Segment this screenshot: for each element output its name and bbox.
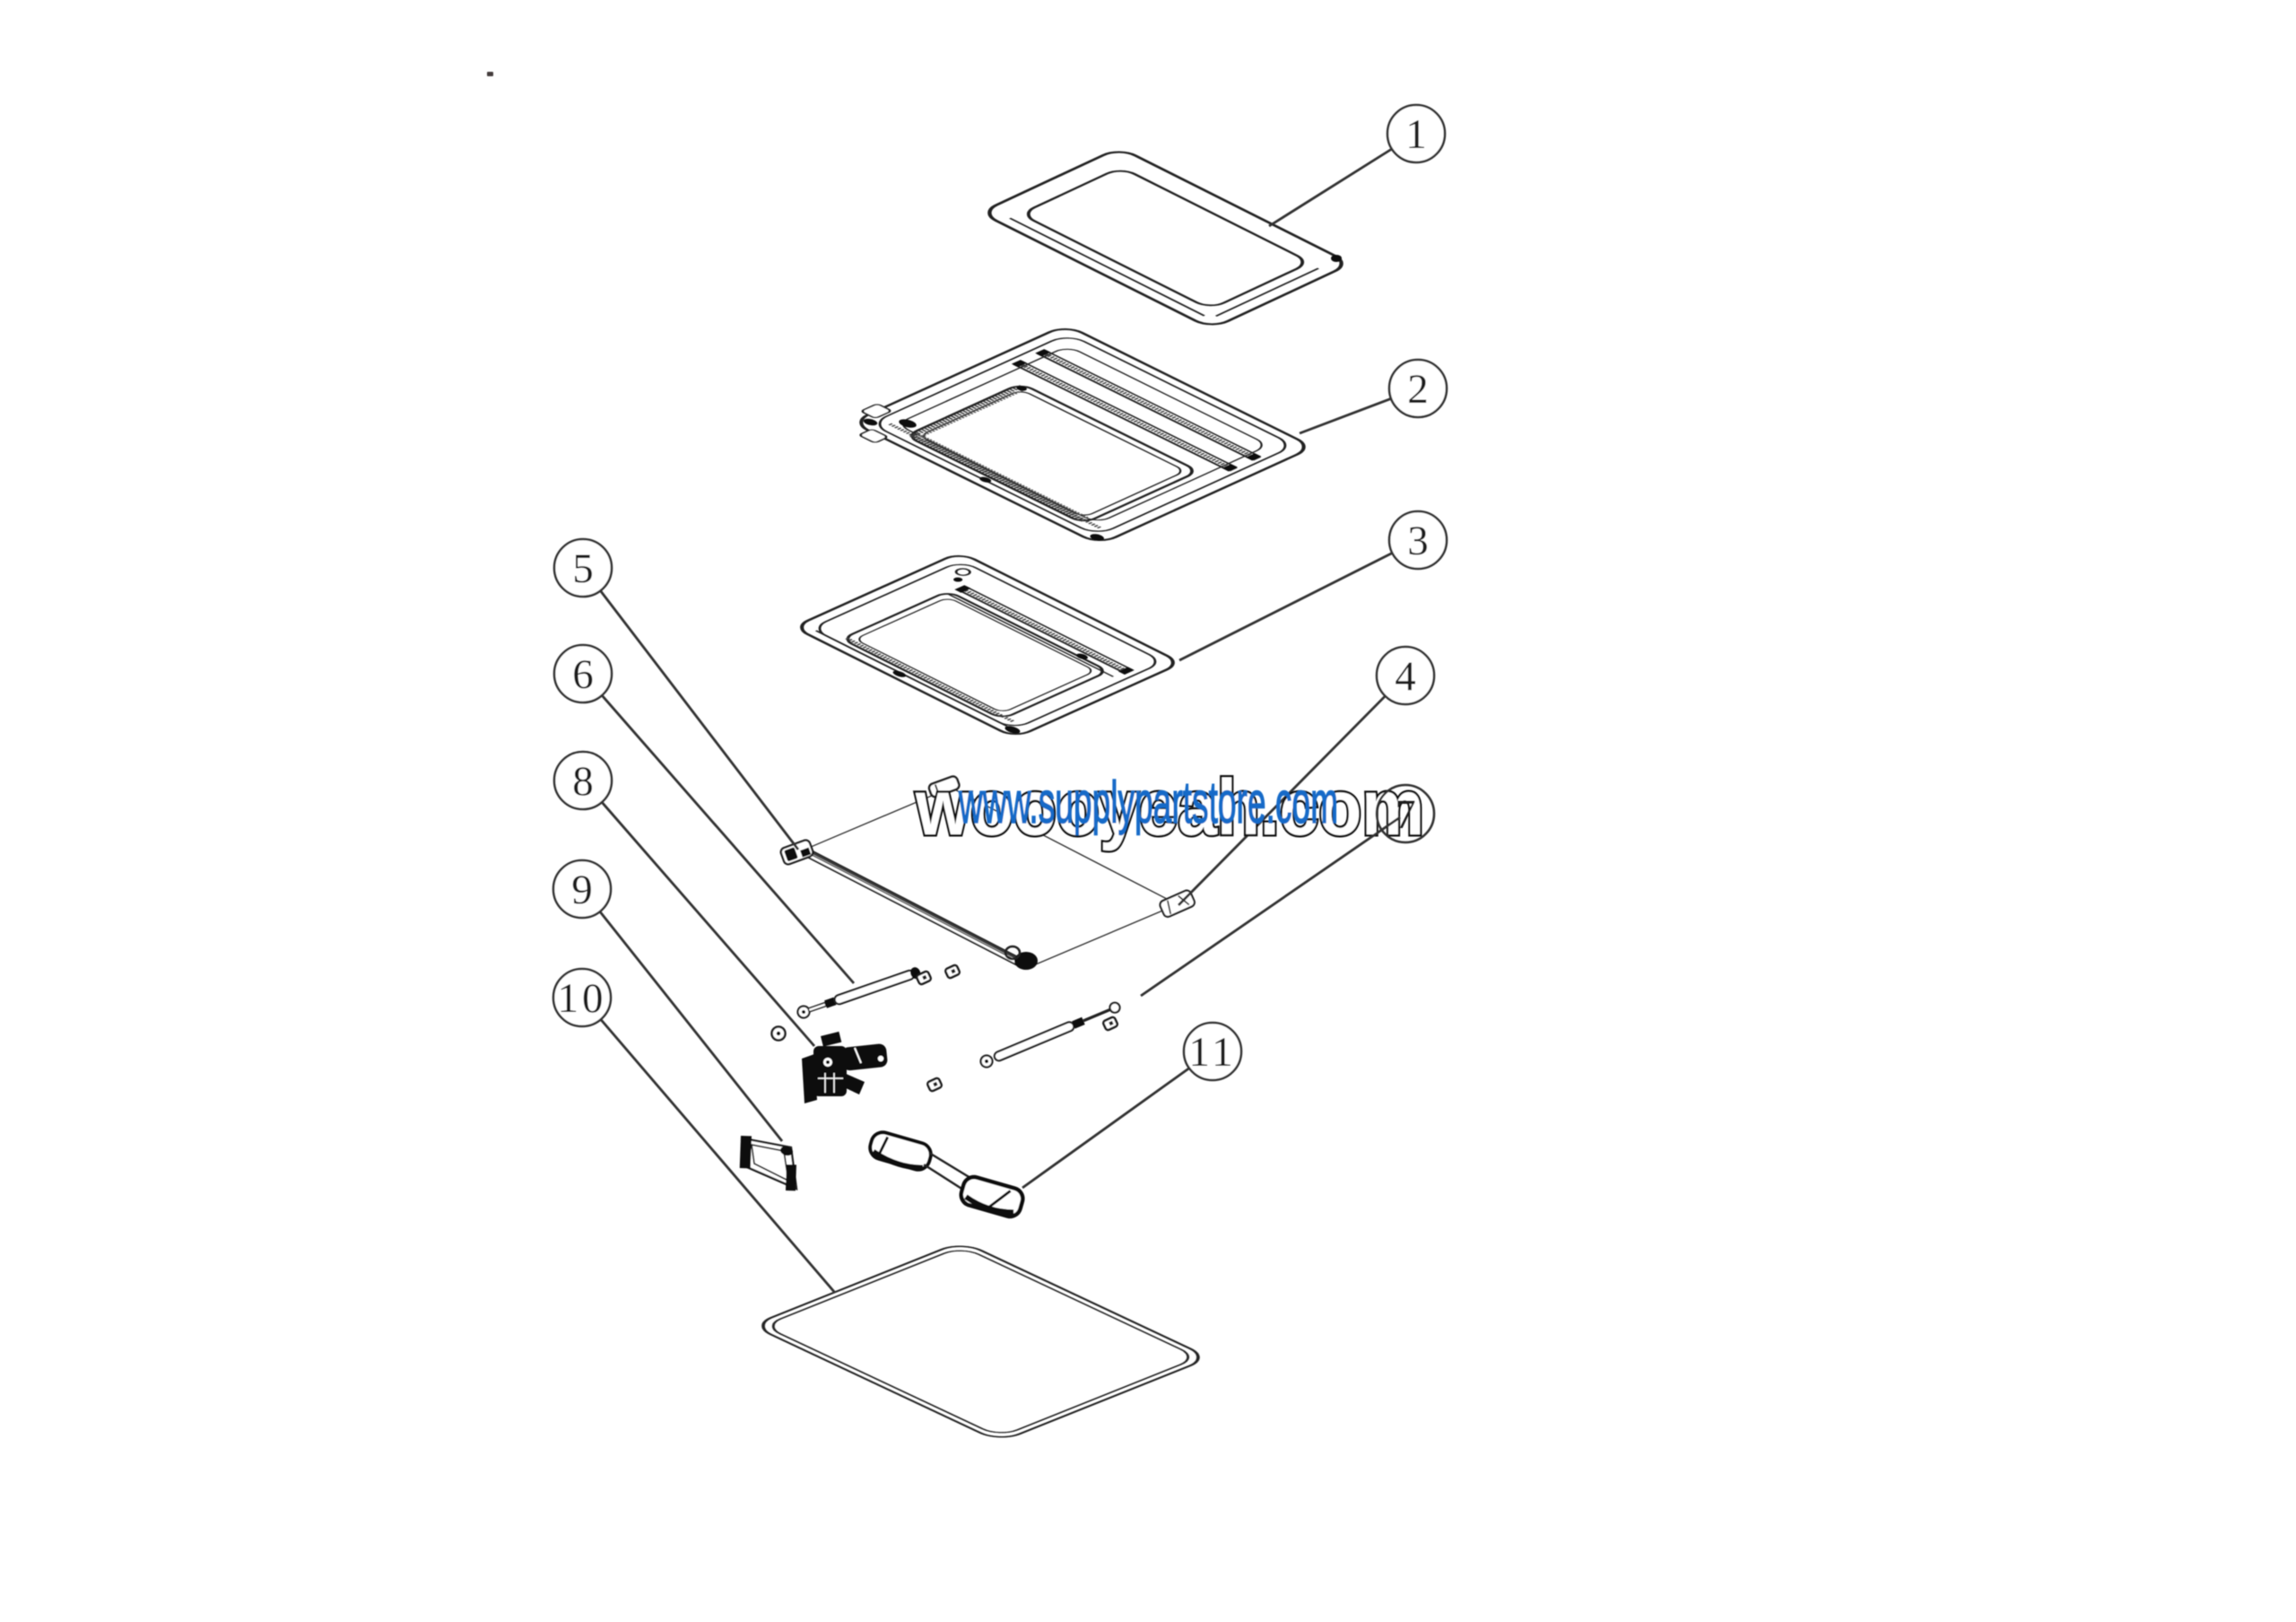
svg-text:4: 4: [1395, 653, 1416, 700]
svg-text:9: 9: [571, 867, 593, 913]
svg-text:3: 3: [1407, 518, 1429, 564]
svg-text:11: 11: [1188, 1029, 1236, 1076]
svg-text:woooyeah.com: woooyeah.com: [915, 764, 1424, 851]
svg-text:8: 8: [572, 758, 594, 805]
svg-text:5: 5: [572, 545, 594, 592]
svg-text:1: 1: [1405, 111, 1427, 158]
svg-text:10: 10: [558, 975, 607, 1022]
svg-text:6: 6: [572, 651, 594, 698]
svg-text:2: 2: [1407, 366, 1429, 413]
svg-text:7: 7: [1395, 791, 1416, 838]
svg-text:www.supplypartstore.com: www.supplypartstore.com: [958, 769, 1338, 835]
